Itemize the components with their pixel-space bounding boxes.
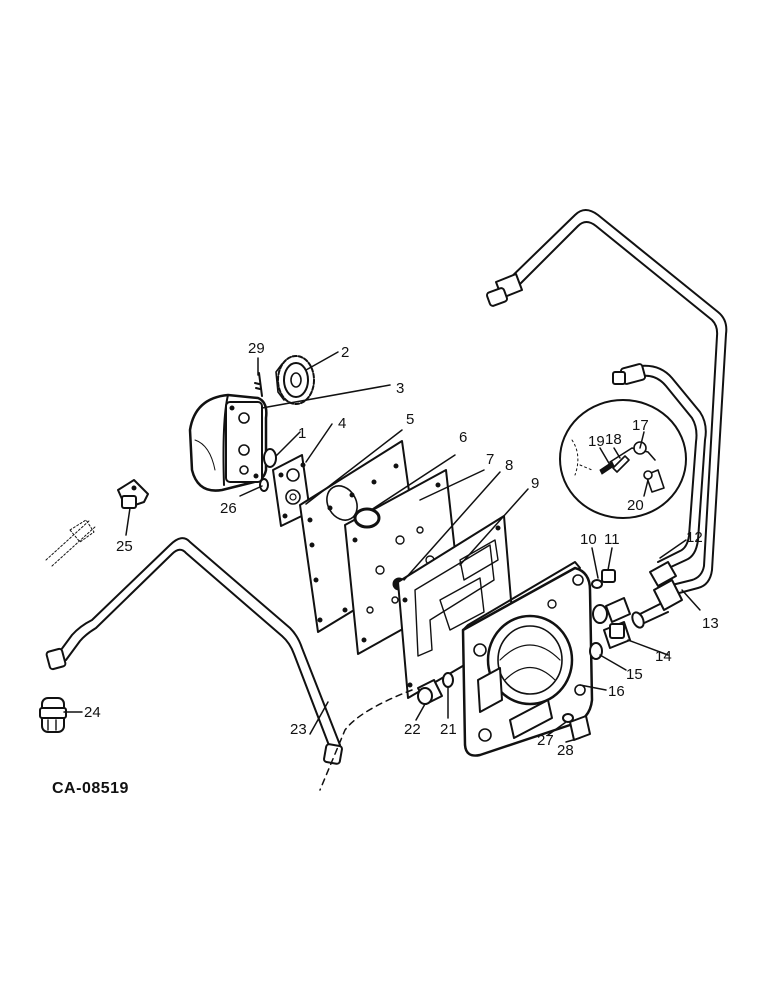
callout-5: 5 — [406, 411, 414, 428]
fitting-24 — [39, 697, 67, 733]
callout-11: 11 — [604, 531, 620, 548]
callout-21: 21 — [440, 721, 457, 738]
dashed-alignment-line — [319, 689, 413, 791]
pump-housing-16 — [461, 561, 594, 757]
callout-27: 27 — [537, 732, 554, 749]
fitting-upper — [592, 597, 631, 624]
o-ring-1 — [263, 448, 277, 468]
callout-24: 24 — [84, 704, 101, 721]
callout-15: 15 — [626, 666, 643, 683]
callout-19: 19 — [588, 433, 605, 450]
callout-13: 13 — [702, 615, 719, 632]
elbow-fitting-25 — [117, 479, 149, 509]
callout-8: 8 — [505, 457, 513, 474]
upper-tube-assembly — [485, 209, 728, 597]
fitting-14 — [603, 621, 631, 649]
callout-18: 18 — [605, 431, 622, 448]
fitting-22 — [417, 679, 443, 705]
pin-29 — [254, 372, 263, 397]
callout-16: 16 — [608, 683, 625, 700]
callout-4: 4 — [338, 415, 346, 432]
callout-28: 28 — [557, 742, 574, 759]
callout-labels: 1 2 3 4 5 6 7 8 9 10 11 12 13 14 15 16 1… — [84, 340, 719, 759]
callout-6: 6 — [459, 429, 467, 446]
callout-25: 25 — [116, 538, 133, 555]
callout-10: 10 — [580, 531, 597, 548]
tube-12-assembly — [612, 363, 707, 573]
callout-20: 20 — [627, 497, 644, 514]
o-ring-21 — [442, 672, 454, 688]
o-ring-27 — [562, 713, 574, 723]
callout-14: 14 — [655, 648, 672, 665]
callout-1: 1 — [298, 425, 306, 442]
callout-29: 29 — [248, 340, 265, 357]
figure-code: CA-08519 — [52, 780, 129, 797]
callout-26: 26 — [220, 500, 237, 517]
callout-17: 17 — [632, 417, 649, 434]
o-ring-10 — [591, 579, 603, 589]
callout-22: 22 — [404, 721, 421, 738]
o-ring-26 — [259, 478, 269, 492]
callout-9: 9 — [531, 475, 539, 492]
callout-3: 3 — [396, 380, 404, 397]
leader-lines — [63, 351, 701, 743]
plug-11 — [601, 569, 616, 583]
callout-7: 7 — [486, 451, 494, 468]
callout-23: 23 — [290, 721, 307, 738]
phantom-connector — [45, 519, 97, 567]
callout-2: 2 — [341, 344, 349, 361]
fitting-13 — [631, 561, 683, 629]
callout-12: 12 — [686, 529, 703, 546]
fuel-pump — [188, 393, 268, 492]
gear-2 — [275, 355, 315, 405]
plug-28 — [569, 715, 591, 741]
detail-inset — [559, 399, 687, 519]
o-ring-15 — [589, 642, 603, 660]
